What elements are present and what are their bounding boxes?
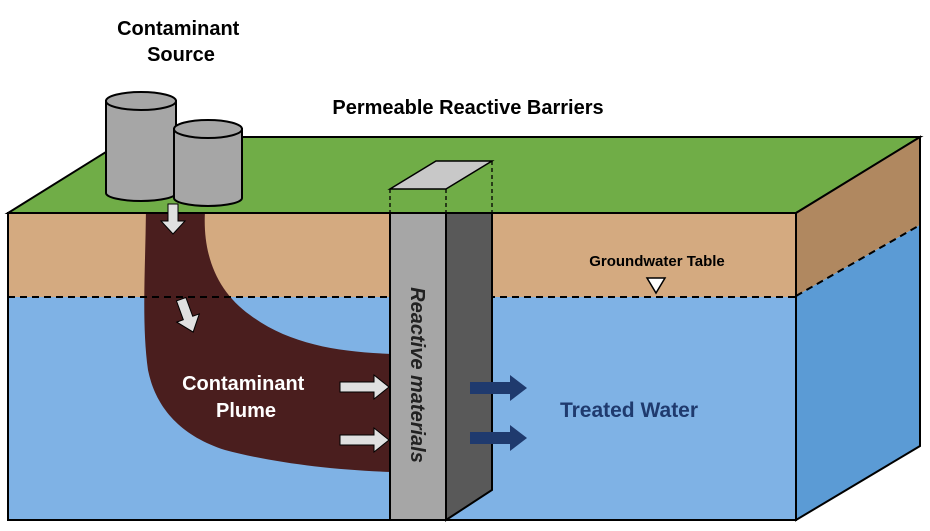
down-arrow-icon <box>175 296 201 333</box>
soil-side-face <box>796 137 920 296</box>
right-arrow-icon <box>470 425 527 451</box>
groundwater-table-label: Groundwater Table <box>589 253 725 270</box>
treated-water-label: Treated Water <box>560 399 698 422</box>
tank-front-top <box>173 119 243 139</box>
down-arrow-icon <box>159 203 187 235</box>
plume-inflow-arrows <box>339 373 390 454</box>
barrier-ghost-outline <box>389 161 493 213</box>
right-arrow-icon <box>470 375 527 401</box>
reactive-barrier <box>389 212 447 521</box>
diagram-title: Permeable Reactive Barriers <box>332 97 603 119</box>
right-arrow-icon <box>339 426 390 454</box>
water-side-face <box>796 225 920 520</box>
down-triangle-icon <box>645 277 667 295</box>
tank-front <box>173 128 243 207</box>
right-arrow-icon <box>339 373 390 401</box>
plume-flow-arrows <box>159 203 201 333</box>
barrier-side-face <box>445 212 493 522</box>
contaminant-source-label: Contaminant Source <box>117 18 245 66</box>
tank-back-top <box>105 91 177 111</box>
contaminant-source-tanks <box>105 91 243 207</box>
treated-outflow-arrows <box>470 375 527 451</box>
barrier-top-face <box>387 160 495 190</box>
reactive-materials-label: Reactive materials <box>406 287 428 463</box>
tank-back <box>105 100 177 202</box>
contaminant-plume <box>144 213 392 472</box>
contaminant-plume-label: Contaminant Plume <box>182 373 310 422</box>
